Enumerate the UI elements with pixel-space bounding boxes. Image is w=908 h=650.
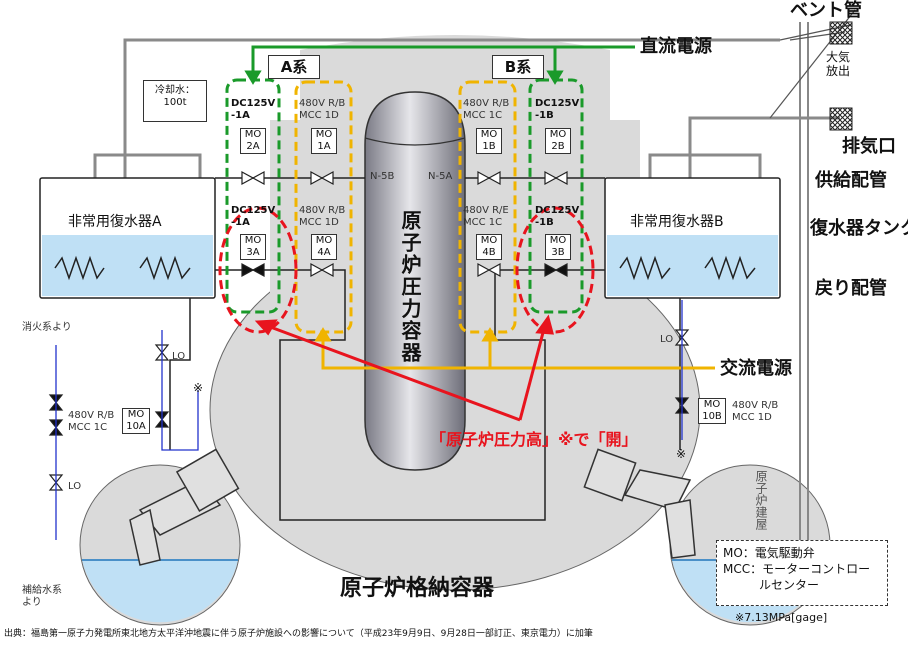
- dc-power-lines: [244, 45, 635, 85]
- valve-4a-mo: MO 4A: [311, 234, 337, 260]
- exhaust-port-label: 排気口: [842, 136, 896, 157]
- valve-4b-power: 480V R/E MCC 1C: [463, 205, 509, 228]
- reactor-pressure-vessel: [364, 91, 466, 471]
- containment-vessel-label: 原子炉格納容器: [340, 576, 495, 601]
- valve-2a-mo: MO 2A: [240, 128, 266, 154]
- vent-pipes: [93, 38, 840, 178]
- valve-3b-power: DC125V -1B: [535, 205, 580, 228]
- valve-3a-mo: MO 3A: [240, 234, 266, 260]
- vent-exhaust-bottom-icon: [829, 107, 853, 131]
- lo-label-1: LO: [172, 351, 186, 362]
- nozzle-n5b-label: N-5B: [370, 171, 395, 182]
- valve-10b-power: 480V R/B MCC 1D: [732, 400, 779, 423]
- vent-exhaust-top-icon: [829, 21, 853, 45]
- supply-pipe-label: 供給配管: [815, 170, 887, 191]
- ac-power-label: 交流電源: [720, 358, 792, 379]
- red-callout-arrows: [254, 314, 554, 422]
- vent-arm-right: [583, 448, 696, 559]
- makeup-system-label: 補給水系 より: [22, 585, 62, 608]
- valve-1a-power: 480V R/B MCC 1D: [299, 98, 346, 121]
- condenser-a-shell: [39, 177, 216, 299]
- condenser-a-label: 非常用復水器A: [68, 214, 162, 230]
- valve-3a-power: DC125V -1A: [231, 205, 276, 228]
- lo-label-2: LO: [68, 481, 82, 492]
- condenser-b-label: 非常用復水器B: [630, 214, 724, 230]
- valve-2b-power: DC125V -1B: [535, 98, 580, 121]
- valve-1a-mo: MO 1A: [311, 128, 337, 154]
- valve-3b-mo: MO 3B: [545, 234, 571, 260]
- nozzle-n5a-label: N-5A: [428, 171, 453, 182]
- valve-2b-mo: MO 2B: [545, 128, 571, 154]
- return-pipe-label: 戻り配管: [815, 278, 887, 299]
- valve-4a-power: 480V R/B MCC 1D: [299, 205, 346, 228]
- valve-10a-mo: MO 10A: [122, 408, 150, 434]
- process-piping: [169, 177, 681, 521]
- dc-power-label: 直流電源: [640, 36, 712, 57]
- system-a-label: A系: [268, 55, 320, 79]
- legend-mo: MO：電気駆動弁: [723, 546, 815, 560]
- pressure-vessel-label: 原子炉圧力容器: [398, 210, 422, 364]
- source-citation: 出典：福島第一原子力発電所東北地方太平洋沖地震に伴う原子炉施設への影響について（…: [4, 629, 593, 639]
- condenser-b-shell: [604, 177, 781, 299]
- valve-1b-power: 480V R/B MCC 1C: [463, 98, 510, 121]
- pressure-note: ※7.13MPa[gage]: [735, 611, 828, 624]
- open-condition-label: 「原子炉圧力高」※で「開」: [430, 430, 638, 449]
- lo-label-3: LO: [660, 334, 674, 345]
- cooling-water-callout: 冷却水： 100t: [143, 80, 207, 122]
- system-b-label: B系: [492, 55, 544, 79]
- valve-symbols: [48, 170, 690, 491]
- condenser-tank-label: 復水器タンク: [810, 218, 908, 239]
- valve-10a-power: 480V R/B MCC 1C: [68, 410, 115, 433]
- vent-arm-left: [129, 448, 240, 566]
- atmosphere-release-label: 大気 放出: [826, 50, 851, 78]
- suppression-pool-left: [82, 559, 238, 623]
- legend-box: MO：電気駆動弁 MCC：モーターコントロー ルセンター: [716, 540, 888, 606]
- valve-4b-mo: MO 4B: [476, 234, 502, 260]
- aux-blue-lines: [55, 300, 683, 540]
- fire-system-label: 消火系より: [22, 322, 72, 333]
- reactor-building-label: 原子炉建屋: [754, 470, 768, 530]
- valve-1b-mo: MO 1B: [476, 128, 502, 154]
- asterisk-mark-right: ※: [676, 447, 687, 461]
- asterisk-mark-left: ※: [193, 381, 204, 395]
- vent-pipe-label: ベント管: [790, 0, 862, 21]
- legend-mcc: MCC：モーターコントロー ルセンター: [723, 562, 871, 592]
- heat-exchanger-coils: [54, 255, 756, 281]
- valve-2a-power: DC125V -1A: [231, 98, 276, 121]
- red-highlight-ovals: [218, 206, 595, 334]
- valve-10b-mo: MO 10B: [698, 398, 726, 424]
